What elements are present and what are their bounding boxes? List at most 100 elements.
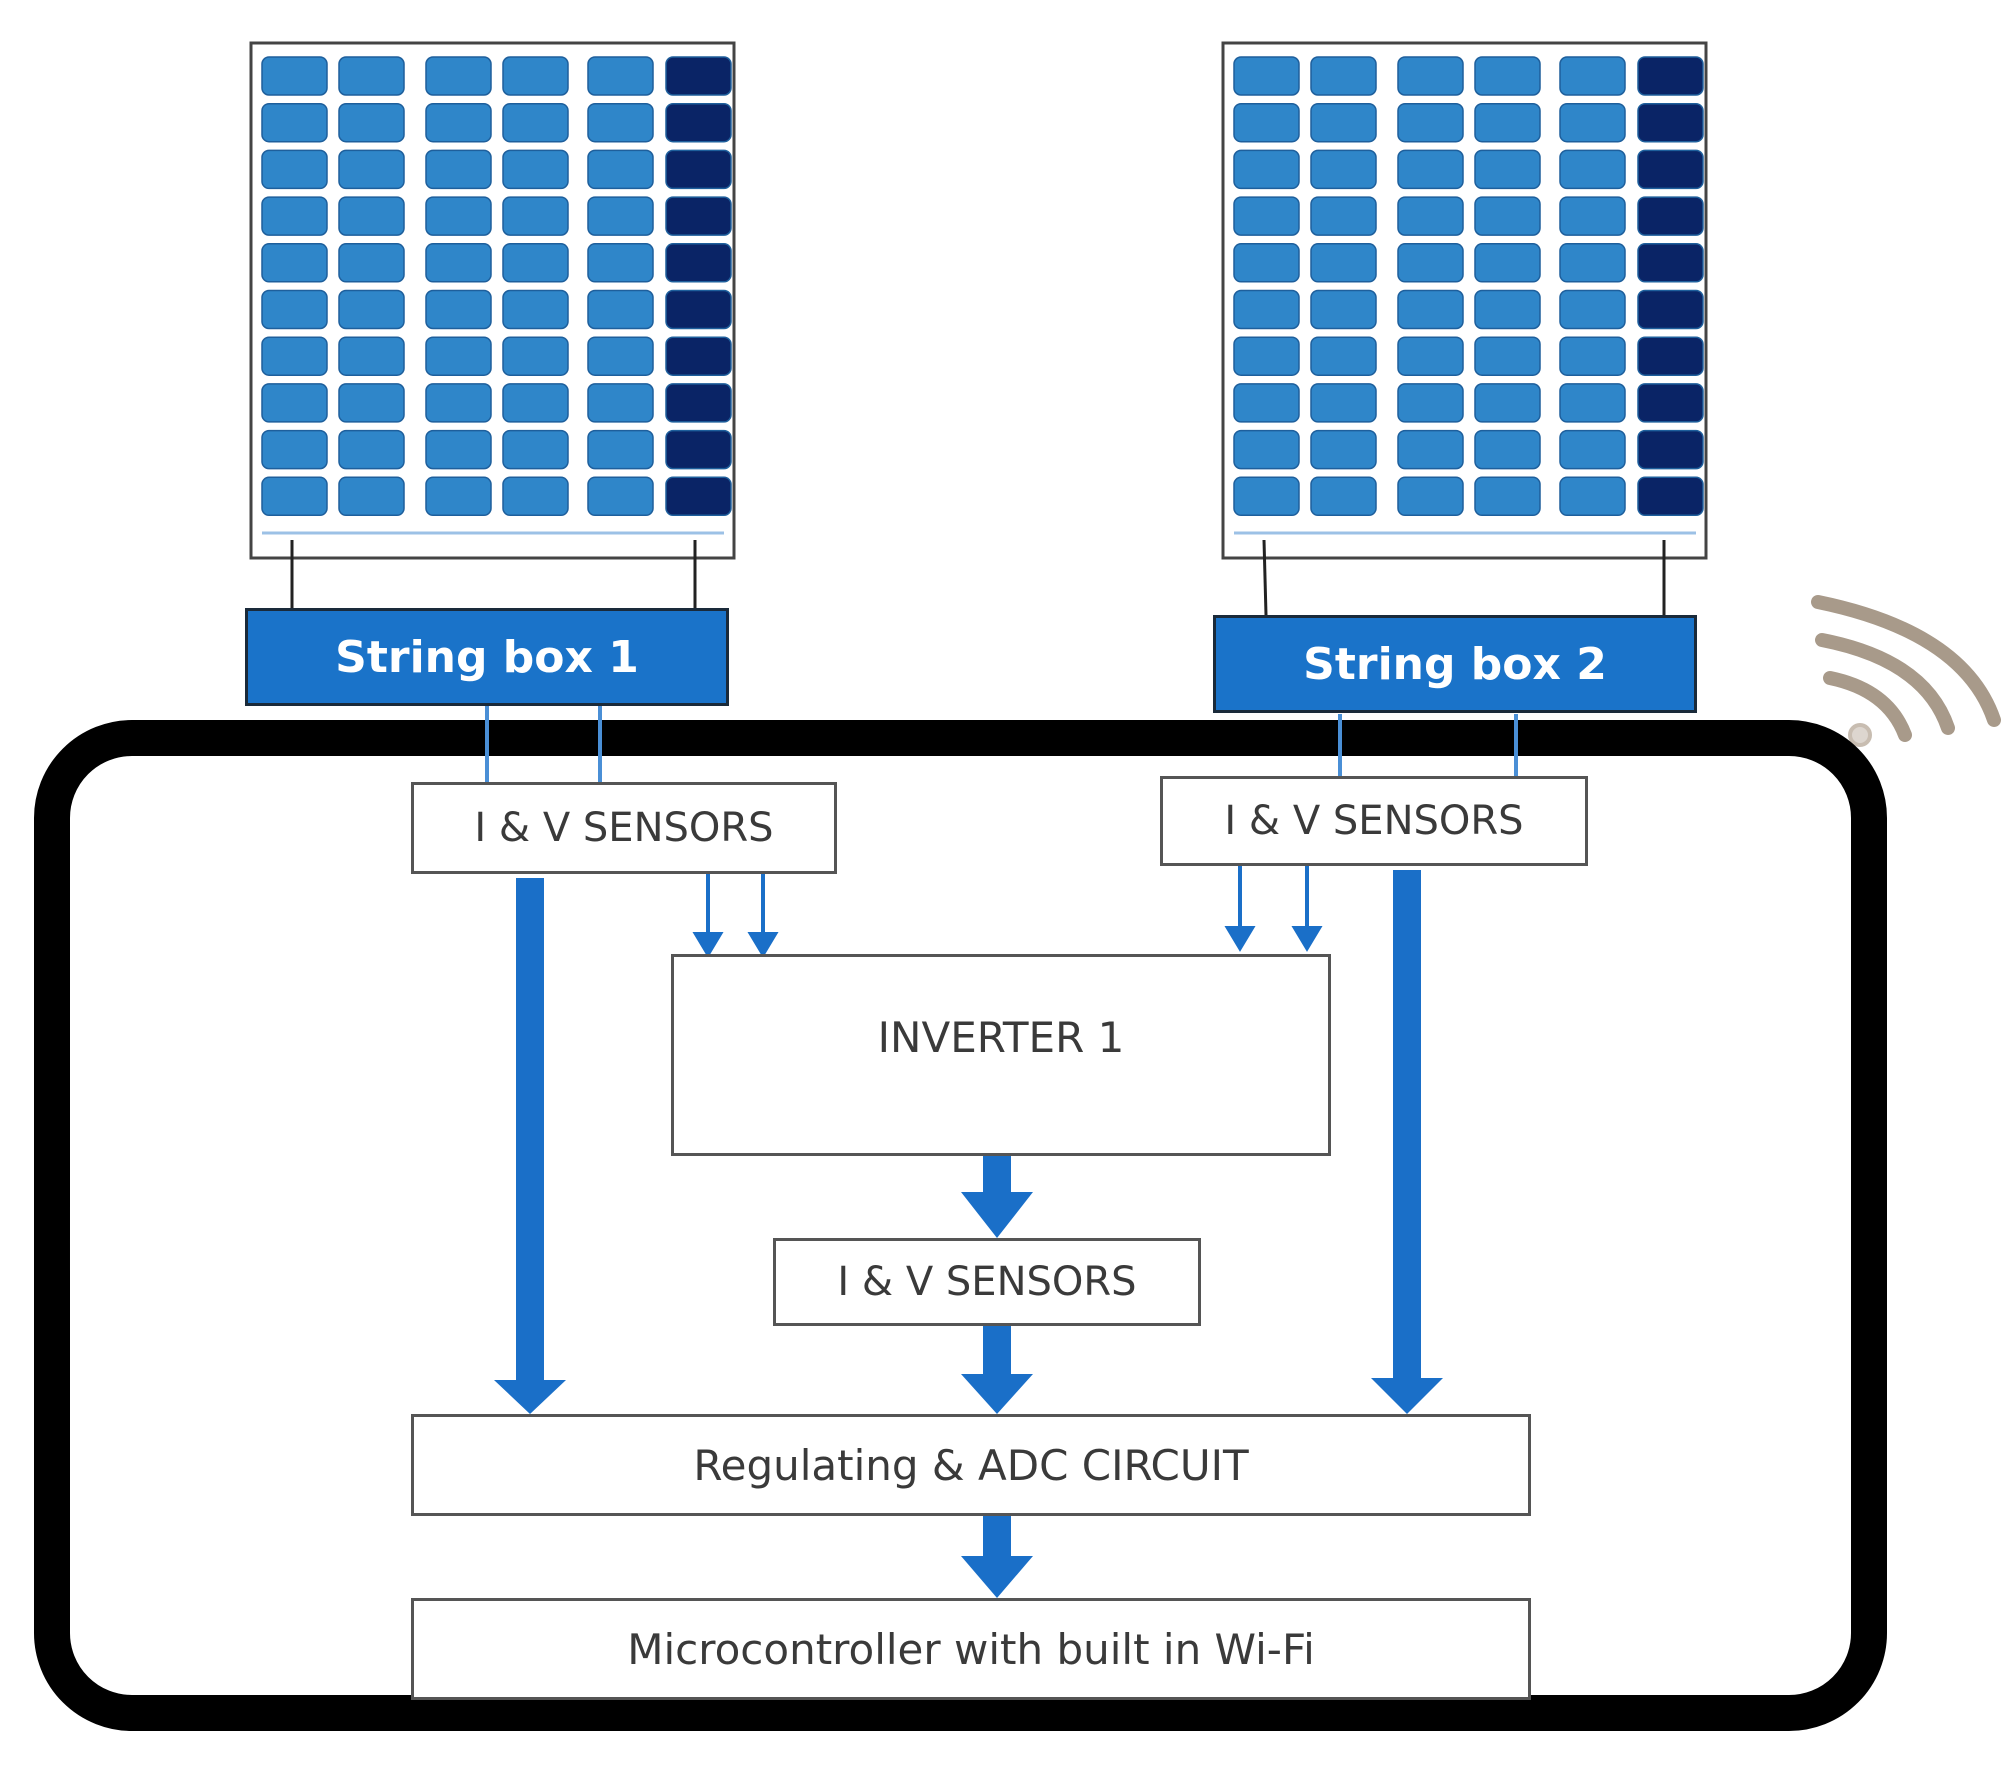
solar-cell (338, 196, 405, 236)
solar-cell (1559, 56, 1626, 96)
solar-cell (1397, 56, 1464, 96)
solar-cell (1559, 196, 1626, 236)
solar-cell (502, 149, 569, 190)
sensors-box-left: I & V SENSORS (411, 782, 837, 874)
wifi-signal-icon (1811, 595, 2001, 747)
solar-cell (338, 429, 405, 470)
solar-cell (425, 429, 492, 470)
regulating-adc-circuit-box: Regulating & ADC CIRCUIT (411, 1414, 1531, 1516)
sensors-box-right: I & V SENSORS (1160, 776, 1588, 866)
solar-cell (1233, 336, 1300, 376)
solar-cell (1637, 56, 1704, 96)
solar-cell (502, 476, 569, 517)
solar-cell (338, 102, 405, 143)
panel-wires (290, 539, 1666, 616)
solar-cell (261, 149, 328, 190)
solar-cell (338, 476, 405, 517)
solar-cell (1474, 56, 1541, 96)
solar-cell (338, 336, 405, 376)
microcontroller-box: Microcontroller with built in Wi-Fi (411, 1598, 1531, 1700)
solar-cell (1637, 429, 1704, 470)
solar-cell (1637, 243, 1704, 283)
solar-cell (1559, 149, 1626, 190)
solar-cell (1637, 336, 1704, 376)
solar-cell (1474, 289, 1541, 330)
solar-cell (1637, 383, 1704, 423)
solar-cell (1233, 149, 1300, 190)
solar-cell (1397, 243, 1464, 283)
string-box-1: String box 1 (245, 608, 729, 706)
solar-cell (1474, 429, 1541, 470)
solar-cell (1310, 429, 1377, 470)
solar-cell (1637, 149, 1704, 190)
solar-cell (1397, 149, 1464, 190)
inverter-label: INVERTER 1 (877, 1013, 1125, 1062)
solar-cell (425, 243, 492, 283)
solar-cell (1310, 196, 1377, 236)
solar-cell (1233, 243, 1300, 283)
solar-cell (425, 476, 492, 517)
solar-cell (1637, 196, 1704, 236)
solar-cell (1474, 243, 1541, 283)
solar-cell (1233, 383, 1300, 423)
solar-cell (261, 289, 328, 330)
solar-cell (1310, 56, 1377, 96)
string-box-2: String box 2 (1213, 615, 1697, 713)
solar-cell (502, 56, 569, 96)
solar-cell (1397, 476, 1464, 517)
solar-cell (261, 102, 328, 143)
solar-cell (665, 383, 732, 423)
solar-cell (587, 476, 654, 517)
solar-cell (1310, 476, 1377, 517)
solar-cell (1559, 429, 1626, 470)
inverter-box: INVERTER 1 (671, 954, 1331, 1156)
solar-cell (502, 102, 569, 143)
solar-cell (1310, 383, 1377, 423)
solar-cell (587, 149, 654, 190)
solar-cell (1474, 196, 1541, 236)
signal-flow-arrows (494, 870, 1443, 1598)
solar-cell (338, 149, 405, 190)
solar-cell (1559, 476, 1626, 517)
solar-cell (665, 149, 732, 190)
solar-cell (665, 336, 732, 376)
solar-cell (1637, 289, 1704, 330)
solar-cell (261, 383, 328, 423)
solar-cell (1310, 149, 1377, 190)
solar-panel-2 (1221, 41, 1708, 560)
solar-cell (261, 336, 328, 376)
solar-cell (1559, 289, 1626, 330)
solar-cell (1310, 243, 1377, 283)
string-box-wires (485, 706, 1518, 782)
solar-cell (665, 243, 732, 283)
solar-cell (1397, 102, 1464, 143)
solar-cell (502, 289, 569, 330)
solar-cell (1474, 149, 1541, 190)
solar-cell (665, 289, 732, 330)
solar-cell (1233, 102, 1300, 143)
solar-cell (665, 196, 732, 236)
solar-cell (338, 56, 405, 96)
solar-cell (1397, 383, 1464, 423)
solar-cell (1233, 476, 1300, 517)
solar-cell (1310, 102, 1377, 143)
solar-cell (587, 243, 654, 283)
solar-cell (587, 56, 654, 96)
sensor-to-inverter-arrows (692, 866, 1323, 958)
solar-cell (261, 429, 328, 470)
solar-cell (665, 476, 732, 517)
solar-cell (1397, 196, 1464, 236)
solar-cell (338, 289, 405, 330)
solar-cell (425, 289, 492, 330)
solar-cell (587, 196, 654, 236)
solar-cell (1559, 383, 1626, 423)
solar-cell (425, 196, 492, 236)
solar-cell (587, 429, 654, 470)
solar-cell (502, 383, 569, 423)
solar-cell (665, 56, 732, 96)
solar-cell (1397, 336, 1464, 376)
solar-cell (587, 102, 654, 143)
solar-cell (338, 383, 405, 423)
solar-cell (1474, 383, 1541, 423)
